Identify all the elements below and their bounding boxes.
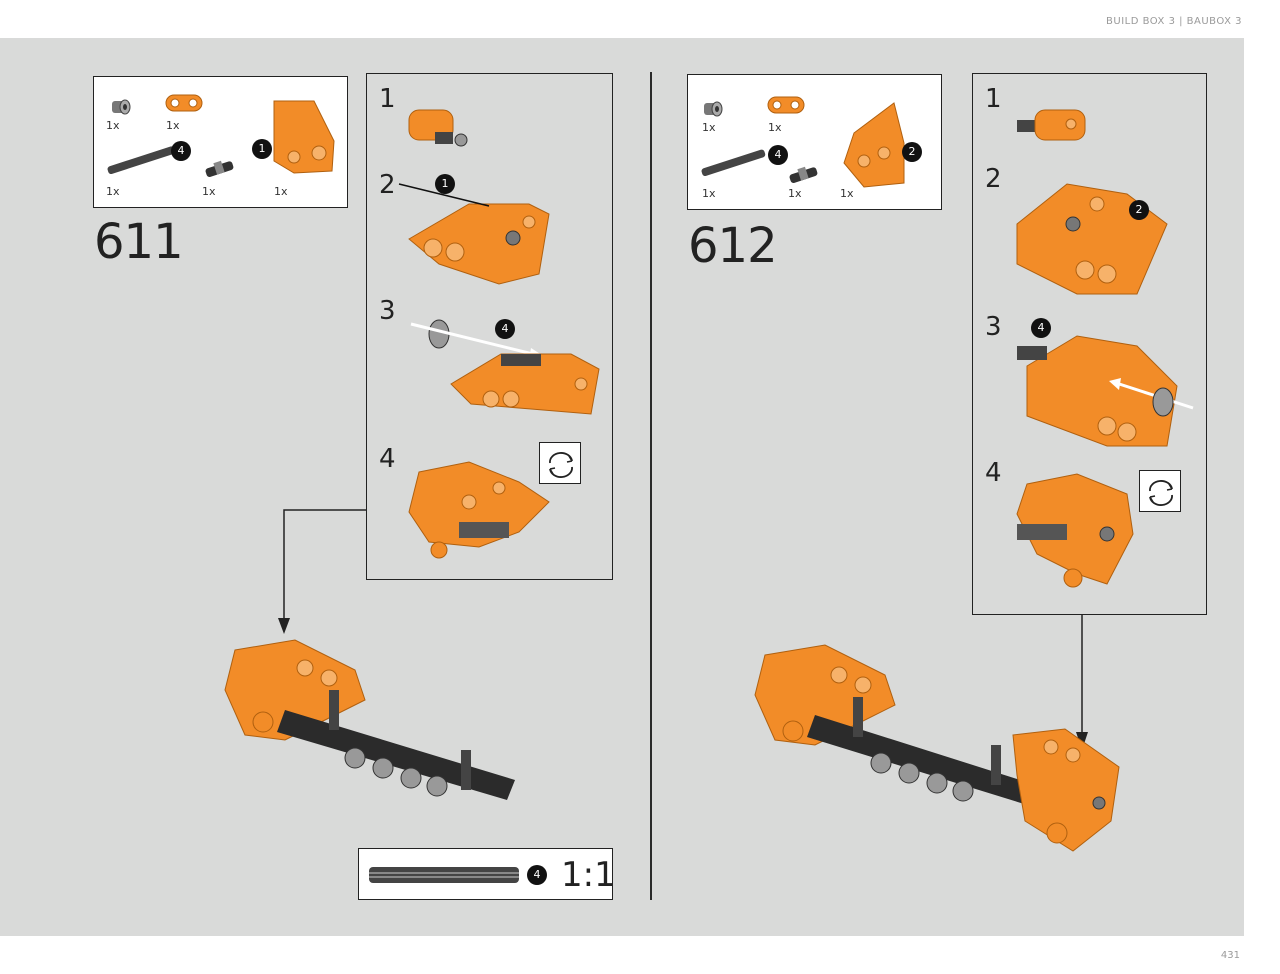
qty-panel: 1x [840, 187, 854, 200]
substep-box-611: 1 2 3 4 [366, 73, 613, 580]
axle-scale-icon [369, 867, 519, 883]
substep-art-612 [1016, 109, 1194, 588]
axle-icon [107, 146, 176, 175]
callout-badge: 1 [435, 174, 455, 194]
rotate-arrows-icon [549, 452, 573, 478]
qty-beam: 1x [768, 121, 782, 134]
qty-axle-pin: 1x [202, 185, 216, 198]
panel-assembly-icon [398, 183, 550, 285]
substep-box-612: 1 2 3 4 2 [972, 73, 1207, 615]
callout-badge: 2 [902, 142, 922, 162]
qty-axle: 1x [702, 187, 716, 200]
substep-label: 3 [379, 296, 396, 326]
substep-label: 3 [985, 312, 1002, 342]
qty-bush: 1x [106, 119, 120, 132]
axle-pin-icon [205, 160, 234, 177]
callout-badge: 4 [171, 141, 191, 161]
substep-label: 1 [379, 84, 396, 114]
callout-badge: 4 [768, 145, 788, 165]
callout-badge: 2 [1129, 200, 1149, 220]
axle-pin-icon [789, 166, 818, 183]
orange-beam-icon [767, 96, 805, 114]
insert-axle-icon [1017, 335, 1194, 447]
placement-arrow [278, 509, 366, 634]
step-number: 612 [688, 218, 778, 274]
parts-list-611: 1x 1x 1x 1x 1x 4 1 [93, 76, 348, 208]
substep-label: 4 [379, 444, 396, 474]
orange-panel-icon [843, 102, 905, 188]
header-title: BUILD BOX 3 | BAUBOX 3 [1106, 16, 1242, 27]
substep-art-611 [398, 109, 600, 559]
insert-axle-icon [410, 319, 600, 415]
callout-badge: 4 [1031, 318, 1051, 338]
beam-with-pin-icon [408, 109, 468, 147]
scale-box: 4 1:1 [358, 848, 616, 900]
callout-badge: 4 [495, 319, 515, 339]
main-assembly-611 [224, 639, 515, 800]
bush-icon [112, 99, 131, 115]
parts-list-612: 1x 1x 1x 1x 1x 4 2 [687, 74, 942, 210]
qty-axle-pin: 1x [788, 187, 802, 200]
rotate-arrows-icon [1149, 480, 1173, 506]
axle-icon [701, 149, 766, 177]
step-number: 611 [94, 214, 184, 270]
parts-list-612-art [701, 96, 905, 188]
callout-badge: 1 [252, 139, 272, 159]
substep-label: 2 [379, 170, 396, 200]
bush-icon [704, 101, 723, 117]
qty-axle: 1x [106, 185, 120, 198]
callout-badge: 4 [527, 865, 547, 885]
beam-with-pin-icon [1017, 109, 1086, 141]
substep-label: 4 [985, 458, 1002, 488]
qty-beam: 1x [166, 119, 180, 132]
orange-panel-icon [273, 100, 335, 174]
qty-bush: 1x [702, 121, 716, 134]
rotate-model-icon [539, 442, 581, 484]
rotated-assembly-icon [1016, 473, 1134, 588]
qty-panel: 1x [274, 185, 288, 198]
rotate-model-icon [1139, 470, 1181, 512]
rotated-assembly-icon [408, 461, 550, 559]
substep-label: 1 [985, 84, 1002, 114]
panel-assembly-icon [1016, 183, 1168, 295]
column-divider [650, 72, 652, 900]
page-number: 431 [1220, 950, 1240, 961]
scale-ratio: 1:1 [561, 855, 616, 895]
orange-beam-icon [165, 94, 203, 112]
main-assembly-612 [754, 644, 1120, 852]
substep-label: 2 [985, 164, 1002, 194]
parts-list-611-art [107, 94, 335, 177]
